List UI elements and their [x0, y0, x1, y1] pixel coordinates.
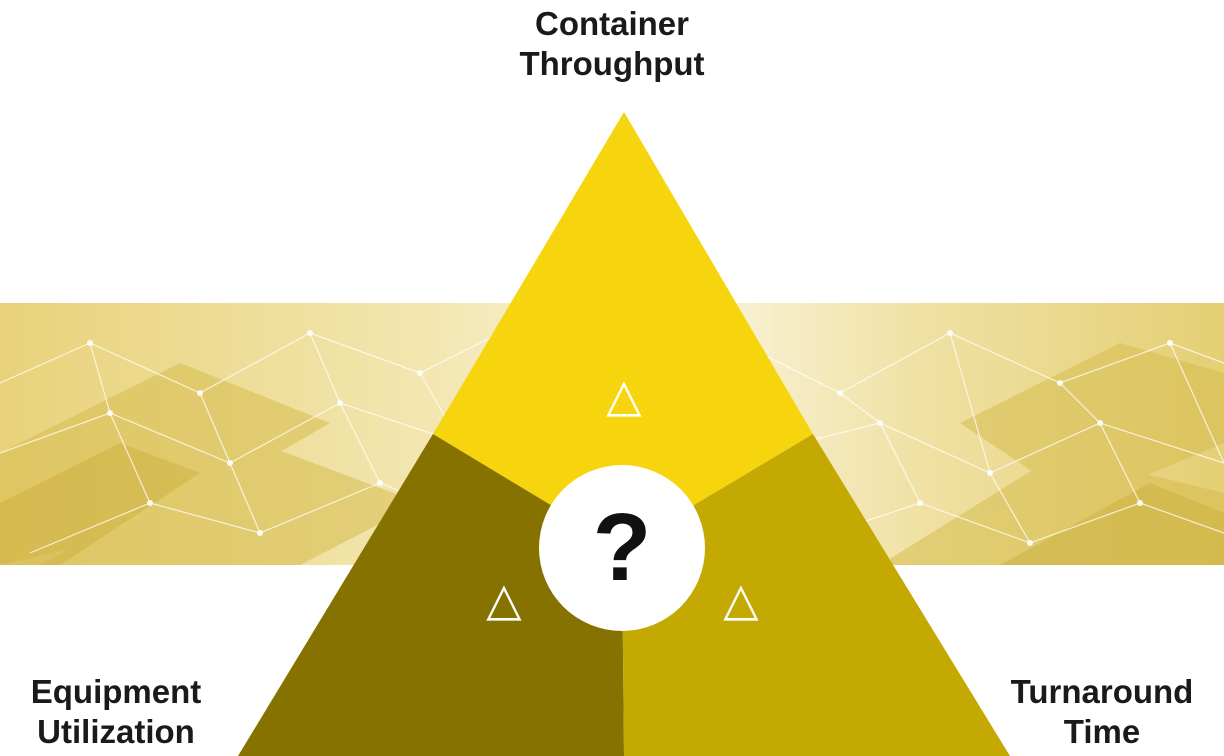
segment-left	[238, 434, 624, 756]
center-question-mark: ?	[539, 465, 705, 631]
label-top-line1: Container	[534, 5, 689, 42]
label-left-line1: Equipment	[30, 673, 202, 710]
label-equipment-utilization: Equipment Utilization	[0, 672, 232, 752]
segment-right-delta-icon: △	[723, 573, 759, 625]
segment-left-delta-icon: △	[486, 573, 522, 625]
label-container-throughput: Container Throughput	[462, 4, 762, 84]
label-turnaround-time: Turnaround Time	[980, 672, 1224, 752]
label-right-line2: Time	[1063, 713, 1141, 750]
label-top-line2: Throughput	[519, 45, 705, 82]
segment-top	[433, 112, 813, 548]
segment-right	[622, 434, 1010, 756]
segment-top-delta-icon: △	[606, 369, 642, 421]
label-left-line2: Utilization	[37, 713, 195, 750]
label-right-line1: Turnaround	[1010, 673, 1194, 710]
